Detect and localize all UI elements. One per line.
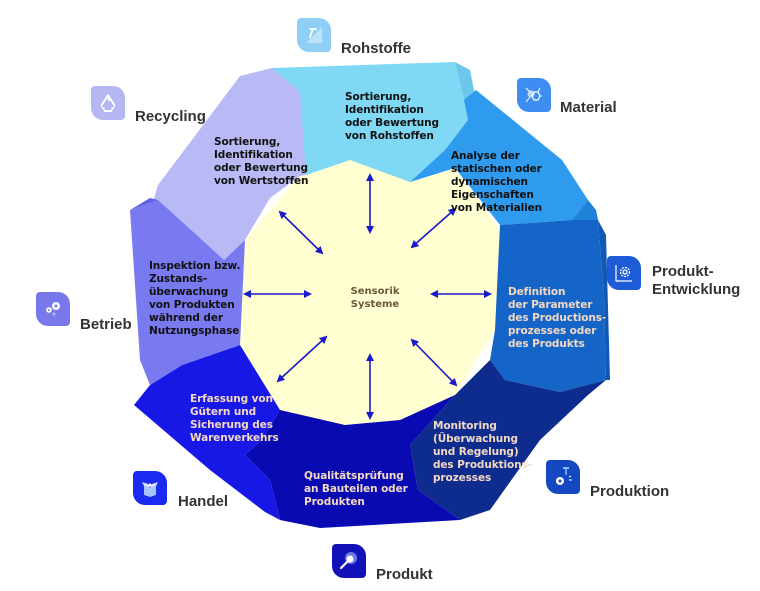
- stage-label-produktion: Produktion: [590, 483, 670, 500]
- segment-produkt-entwicklung-shade: [598, 220, 610, 380]
- center-label: Sensorik Systeme: [350, 286, 400, 310]
- molecule-icon: [525, 87, 542, 103]
- gears-icon: [46, 302, 60, 316]
- arrows: [243, 173, 492, 420]
- stage-label-produkt-entwicklung: Produkt- Entwicklung: [652, 263, 741, 298]
- arrow-material: [410, 207, 457, 249]
- segment-material: [410, 90, 588, 225]
- magnifier-gear-icon: [339, 552, 357, 570]
- segment-betrieb: [130, 200, 245, 385]
- box-icon: [142, 482, 158, 497]
- segment-recycling: [152, 68, 306, 260]
- stage-label-rohstoffe: Rohstoffe: [341, 40, 411, 57]
- segment-produktion: [410, 360, 606, 520]
- stage-label-recycling: Recycling: [135, 108, 206, 125]
- arrow-produktion: [410, 338, 458, 387]
- stage-icon-rohstoffe: [297, 18, 331, 52]
- segment-text-produktion: Monitoring (Überwachung und Regelung) de…: [433, 420, 532, 484]
- segment-text-material: Analyse der statischen oder dynamischen …: [451, 150, 543, 214]
- segment-material-shade: [572, 200, 598, 220]
- segment-handel: [134, 345, 280, 520]
- recycle-icon: [100, 94, 116, 112]
- segment-betrieb-shade: [130, 198, 158, 210]
- milling-gear-icon: [556, 467, 572, 485]
- stage-icon-recycling: [91, 86, 125, 120]
- stage-label-betrieb: Betrieb: [80, 316, 132, 333]
- stage-icon-material: [517, 78, 551, 112]
- stage-label-produkt: Produkt: [376, 566, 433, 583]
- stage-icon-produkt: [332, 544, 366, 578]
- pickaxe-icon: [306, 27, 322, 43]
- segment-text-recycling: Sortierung, Identifikation oder Bewertun…: [214, 136, 309, 187]
- segment-text-produkt: Qualitätsprüfung an Bauteilen oder Produ…: [304, 470, 408, 508]
- segment-rohstoffe: [272, 62, 468, 182]
- stage-icon-handel: [133, 471, 167, 505]
- stage-icon-produktion: [546, 460, 580, 494]
- arrow-handel: [276, 335, 328, 383]
- segment-text-betrieb: Inspektion bzw. Zustands- überwachung vo…: [149, 260, 241, 337]
- segment-text-produkt-entwicklung: Definition der Parameter des Productions…: [508, 286, 607, 350]
- stage-icon-betrieb: [36, 292, 70, 326]
- gear-chart-icon: [615, 265, 632, 282]
- segment-produkt: [245, 395, 460, 528]
- stage-label-material: Material: [560, 99, 617, 116]
- segment-text-handel: Erfassung von Gütern und Sicherung des W…: [190, 393, 279, 444]
- segment-produkt-entwicklung: [490, 220, 606, 392]
- stage-label-handel: Handel: [178, 493, 229, 510]
- stage-icon-produkt-entwicklung: [607, 256, 641, 290]
- arrow-recycling: [278, 210, 324, 255]
- segment-text-rohstoffe: Sortierung, Identifikation oder Bewertun…: [345, 91, 439, 142]
